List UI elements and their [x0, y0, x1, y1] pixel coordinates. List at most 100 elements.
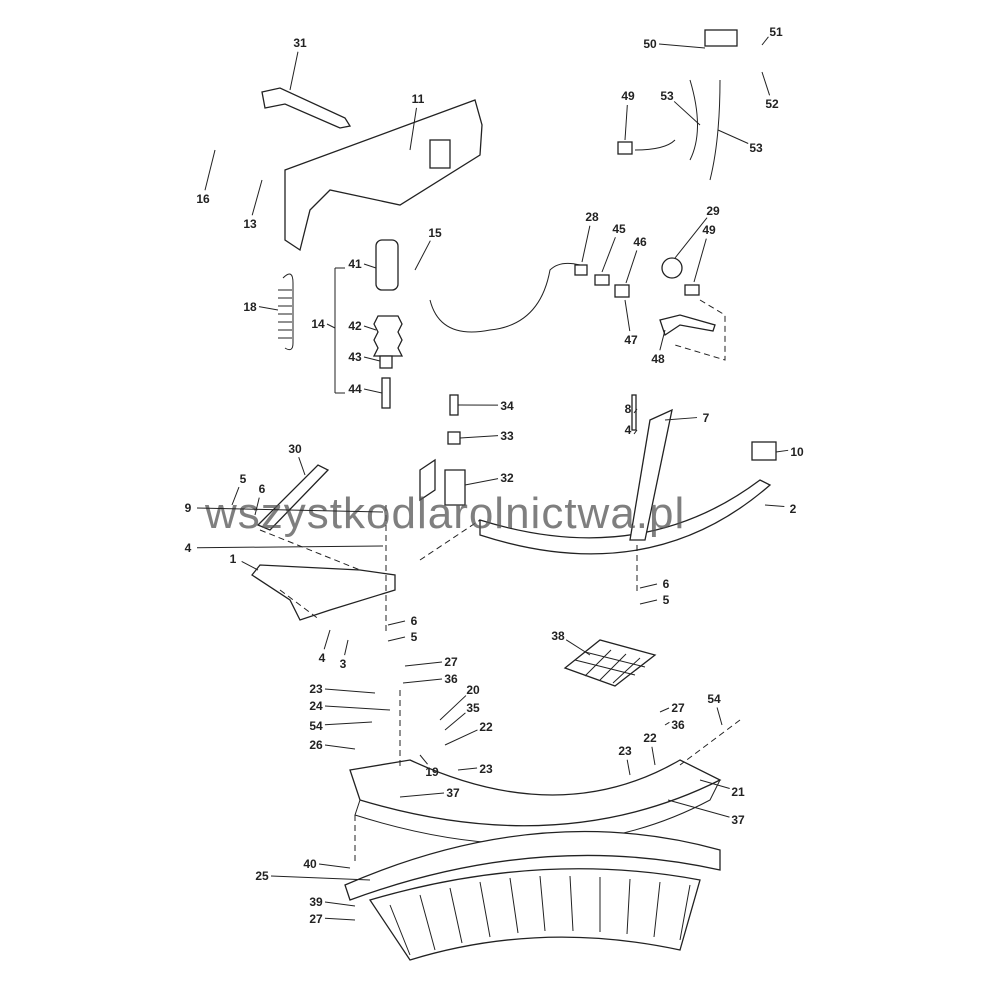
callout-15: 15: [428, 226, 442, 240]
leader-line: [254, 497, 260, 516]
leader-line: [457, 767, 478, 771]
callout-22: 22: [479, 720, 493, 734]
leader-line: [344, 639, 349, 656]
callout-6: 6: [663, 577, 670, 591]
callout-44: 44: [348, 382, 362, 396]
callout-9: 9: [185, 501, 192, 515]
callout-23: 23: [479, 762, 493, 776]
leader-line: [581, 225, 591, 263]
callout-43: 43: [348, 350, 362, 364]
callout-23: 23: [618, 744, 632, 758]
part-2-rail: [479, 479, 772, 555]
leader-line: [625, 250, 638, 284]
leader-line: [633, 408, 638, 414]
part-34-bolt: [449, 394, 459, 416]
callout-52: 52: [765, 97, 779, 111]
callout-50: 50: [643, 37, 657, 51]
leader-line: [674, 217, 708, 259]
part-30-plate: [256, 464, 330, 531]
callout-16: 16: [196, 192, 210, 206]
leader-line: [624, 299, 631, 332]
callout-40: 40: [303, 857, 317, 871]
part-18-spring: [278, 273, 294, 351]
part-42-bellows: [372, 315, 404, 357]
leader-line: [664, 417, 698, 421]
leader-line: [323, 629, 331, 650]
leader-line: [624, 104, 628, 141]
callout-31: 31: [293, 36, 307, 50]
callout-51: 51: [769, 25, 783, 39]
callout-6: 6: [259, 482, 266, 496]
part-33-spacer: [447, 431, 461, 445]
callout-7: 7: [703, 411, 710, 425]
leader-line: [716, 707, 723, 726]
callout-26: 26: [309, 738, 323, 752]
leader-line: [444, 729, 478, 746]
callout-47: 47: [624, 333, 638, 347]
part-1-bracket: [251, 564, 396, 621]
callout-42: 42: [348, 319, 362, 333]
leader-line: [414, 240, 431, 271]
leader-line: [363, 263, 377, 269]
callout-34: 34: [500, 399, 514, 413]
callout-32: 32: [500, 471, 514, 485]
callout-41: 41: [348, 257, 362, 271]
bracket-14-line: [334, 267, 345, 394]
callout-13: 13: [243, 217, 257, 231]
callout-25: 25: [255, 869, 269, 883]
leader-line: [387, 620, 406, 626]
leader-line: [764, 504, 785, 508]
part-21-guard: [349, 759, 722, 827]
callout-27: 27: [444, 655, 458, 669]
leader-line: [324, 901, 356, 907]
part-29-clamp: [661, 257, 683, 279]
leader-line: [363, 325, 377, 331]
leader-line: [651, 746, 656, 766]
part-7-support: [629, 408, 673, 541]
callout-54: 54: [309, 719, 323, 733]
callout-27: 27: [671, 701, 685, 715]
leader-line: [444, 712, 466, 731]
leader-line: [324, 917, 356, 921]
callout-53: 53: [749, 141, 763, 155]
callout-23: 23: [309, 682, 323, 696]
leader-line: [399, 792, 445, 798]
leader-line: [565, 639, 591, 656]
callout-5: 5: [663, 593, 670, 607]
callout-48: 48: [651, 352, 665, 366]
callout-10: 10: [790, 445, 804, 459]
callout-18: 18: [243, 300, 257, 314]
callout-46: 46: [633, 235, 647, 249]
leader-line: [363, 356, 381, 362]
leader-line: [717, 129, 749, 144]
leader-line: [639, 583, 658, 589]
leader-line: [402, 678, 443, 684]
callout-22: 22: [643, 731, 657, 745]
callout-30: 30: [288, 442, 302, 456]
callout-37: 37: [446, 786, 460, 800]
callout-29: 29: [706, 204, 720, 218]
leader-line: [404, 661, 443, 667]
callout-1: 1: [230, 552, 237, 566]
part-10-cap: [751, 441, 777, 461]
leader-line: [626, 759, 631, 776]
leader-line: [639, 599, 658, 605]
callout-4: 4: [319, 651, 326, 665]
callout-11: 11: [412, 92, 425, 106]
part-25-comb-plate: [344, 830, 721, 901]
leader-line: [673, 101, 701, 126]
callout-24: 24: [309, 699, 323, 713]
callout-4: 4: [185, 541, 192, 555]
part-28-fitting: [574, 264, 588, 276]
hydraulic-hose: [429, 262, 581, 333]
callout-35: 35: [466, 701, 480, 715]
callout-5: 5: [411, 630, 418, 644]
part-32-bracket: [419, 458, 466, 506]
leader-line: [409, 107, 417, 151]
callout-5: 5: [240, 472, 247, 486]
leader-line: [196, 507, 384, 513]
callout-54: 54: [707, 692, 721, 706]
assembly-line: [674, 299, 726, 361]
